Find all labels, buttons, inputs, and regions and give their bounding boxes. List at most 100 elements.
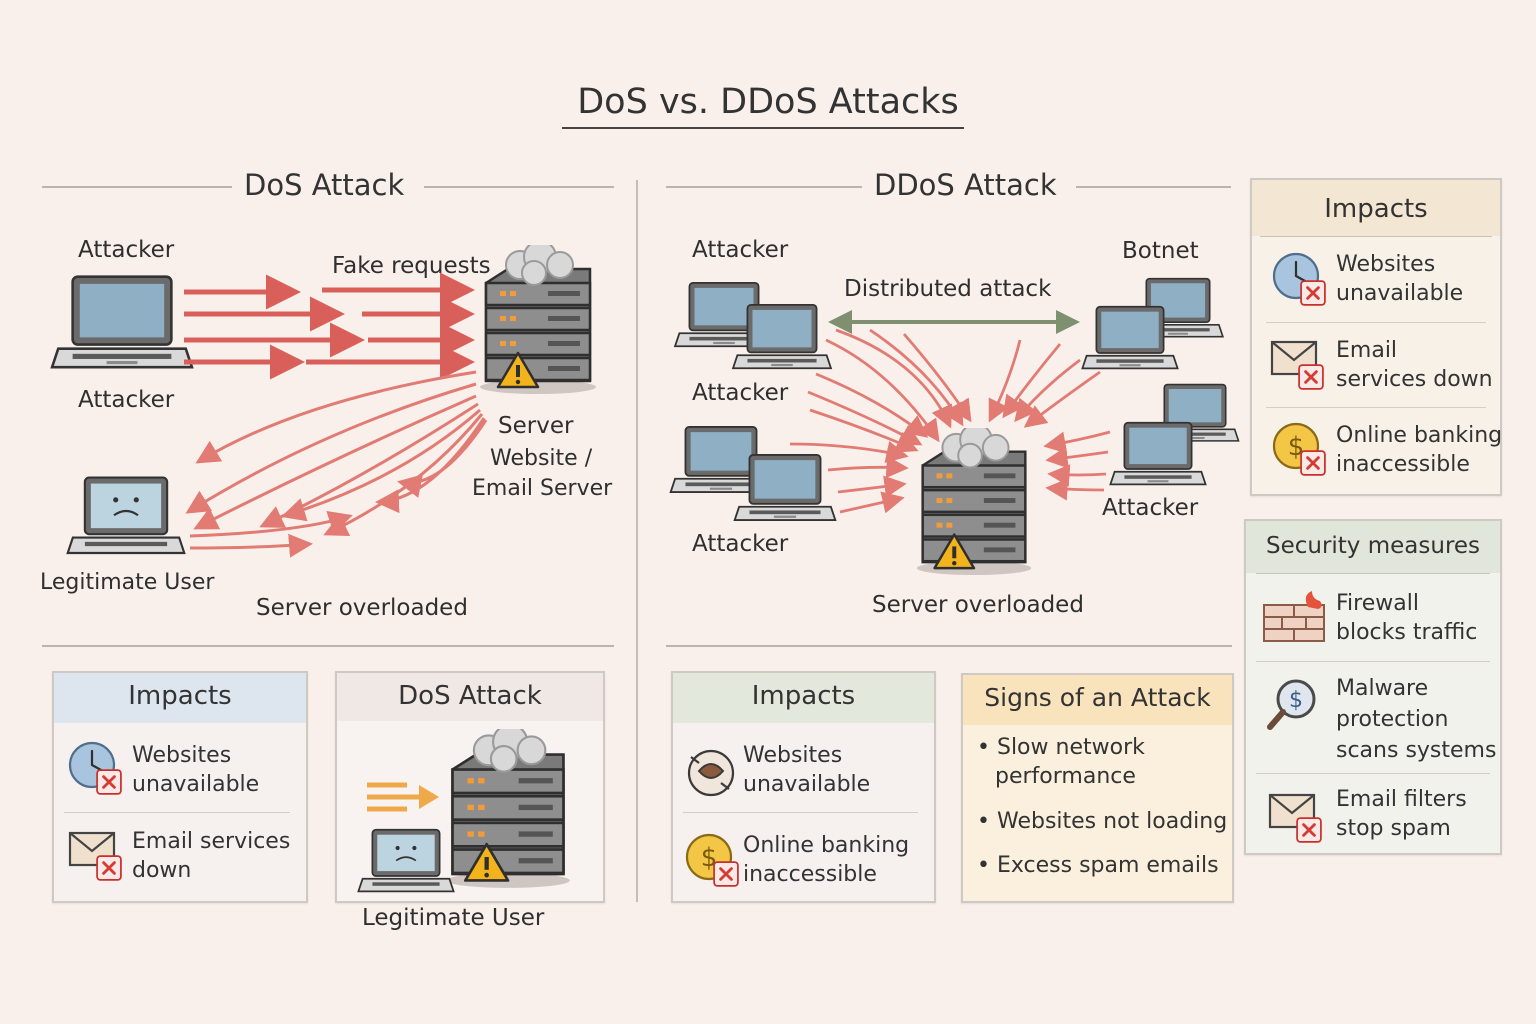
signs-bullet-line2: performance bbox=[995, 764, 1136, 789]
security-line2: stop spam bbox=[1336, 816, 1451, 841]
broken-globe-icon bbox=[685, 747, 739, 801]
security-line2: blocks traffic bbox=[1336, 620, 1478, 645]
dos-impact-item: Websites unavailable bbox=[132, 741, 259, 799]
card-separator bbox=[64, 812, 290, 813]
security-line1: Firewall bbox=[1336, 591, 1419, 616]
card-separator bbox=[1266, 407, 1486, 408]
overload-arrow bbox=[397, 419, 488, 498]
side-impact-line2: services down bbox=[1336, 367, 1493, 392]
security-title: Security measures bbox=[1265, 533, 1481, 559]
card-separator bbox=[1256, 573, 1490, 574]
ddos-attacker-label: Attacker bbox=[692, 531, 789, 557]
ddos-arrow bbox=[988, 339, 1022, 423]
dos-impact-line1: Email services bbox=[132, 829, 291, 854]
ddos-arrow bbox=[835, 328, 953, 429]
ddos-arrow bbox=[1045, 446, 1109, 469]
dos-impacts-card: Impacts Websites unavailable Email servi… bbox=[52, 671, 308, 903]
security-line1: Malware bbox=[1336, 676, 1429, 701]
ddos-arrow bbox=[1023, 370, 1101, 428]
legitimate-user-label: Legitimate User bbox=[40, 570, 215, 595]
overload-arrow bbox=[281, 408, 481, 522]
dos-mini-legit-user: Legitimate User bbox=[362, 905, 545, 931]
dos-mini-title: DoS Attack bbox=[398, 681, 542, 711]
coin-x-icon bbox=[1272, 422, 1326, 476]
ddos-arrow bbox=[827, 455, 909, 479]
overload-arrow bbox=[193, 394, 477, 530]
signs-bullet-line1: Slow network bbox=[996, 735, 1145, 760]
side-impact-line1: Online banking bbox=[1336, 423, 1503, 448]
side-impact-line2: inaccessible bbox=[1336, 452, 1470, 477]
ddos-impacts-title: Impacts bbox=[751, 681, 856, 711]
ddos-arrow bbox=[1045, 478, 1105, 501]
overload-arrow bbox=[375, 417, 486, 514]
ddos-impact-line2: unavailable bbox=[743, 772, 871, 797]
ddos-impact-item: Online banking inaccessible bbox=[743, 831, 909, 889]
security-line3: scans systems bbox=[1336, 738, 1497, 763]
signs-bullet-line1: Excess spam emails bbox=[996, 853, 1219, 878]
column-divider bbox=[636, 180, 638, 902]
ddos-impact-line1: Websites bbox=[743, 743, 843, 768]
signs-card: Signs of an Attack • Slow network perfor… bbox=[961, 673, 1234, 903]
dos-impacts-header bbox=[54, 673, 306, 723]
ddos-overloaded-label: Server overloaded bbox=[872, 592, 1084, 618]
ddos-arrow bbox=[1014, 358, 1081, 423]
title-underline bbox=[562, 127, 964, 129]
ddos-server-icon bbox=[904, 428, 1044, 576]
card-separator bbox=[1256, 773, 1490, 774]
dos-impacts-title: Impacts bbox=[128, 681, 232, 711]
ddos-impact-item: Websites unavailable bbox=[743, 741, 870, 799]
side-impact-line1: Email bbox=[1336, 338, 1398, 363]
overload-arrow bbox=[185, 382, 477, 514]
clock-x-icon bbox=[1272, 252, 1326, 306]
ddos-title-rule-right bbox=[1076, 186, 1231, 188]
signs-bullet: • Websites not loading bbox=[977, 809, 1228, 834]
card-separator bbox=[1260, 236, 1492, 237]
dos-mini-card: DoS Attack bbox=[335, 671, 605, 903]
signs-bullet: • Slow network performance bbox=[977, 735, 1145, 789]
dos-impact-line1: Websites bbox=[132, 743, 232, 768]
security-line2: protection bbox=[1336, 707, 1449, 732]
signs-title: Signs of an Attack bbox=[984, 683, 1211, 712]
signs-bullet-line1: Websites not loading bbox=[996, 809, 1228, 834]
ddos-arrow bbox=[839, 491, 905, 514]
botnet-label: Botnet bbox=[1122, 238, 1199, 264]
ddos-impacts-card: Impacts Websites unavailable Online bank… bbox=[671, 671, 936, 903]
security-card: Security measures Firewall blocks traffi… bbox=[1244, 519, 1502, 855]
card-separator bbox=[683, 812, 918, 813]
mini-arrows bbox=[367, 782, 439, 812]
overload-arrow bbox=[189, 533, 313, 558]
security-item: Malware protection scans systems bbox=[1336, 673, 1496, 766]
envelope-x-icon bbox=[1268, 789, 1322, 843]
ddos-arrow bbox=[1002, 343, 1062, 419]
dos-impact-line2: down bbox=[132, 858, 192, 883]
ddos-attacker-label: Attacker bbox=[692, 237, 789, 263]
dos-overloaded-label: Server overloaded bbox=[256, 595, 468, 621]
firewall-icon bbox=[1262, 591, 1326, 645]
overload-arrow bbox=[195, 370, 477, 464]
side-impacts-title: Impacts bbox=[1324, 194, 1428, 224]
overload-arrow bbox=[189, 510, 353, 538]
coin-x-icon bbox=[685, 833, 739, 887]
side-impact-line1: Websites bbox=[1336, 252, 1436, 277]
ddos-arrow bbox=[902, 333, 972, 423]
side-impact-item: Email services down bbox=[1336, 336, 1493, 394]
side-impact-item: Online banking inaccessible bbox=[1336, 421, 1502, 479]
dos-mini-header bbox=[337, 673, 603, 721]
ddos-section-title: DDoS Attack bbox=[874, 168, 1057, 202]
dos-server-sub1: Website / bbox=[490, 446, 593, 471]
envelope-x-icon bbox=[1270, 336, 1324, 390]
magnifier-icon bbox=[1266, 677, 1320, 737]
ddos-impact-line1: Online banking bbox=[743, 833, 910, 858]
dos-title-rule-left bbox=[42, 186, 232, 188]
card-separator bbox=[1266, 322, 1486, 323]
ddos-arrow bbox=[1047, 464, 1107, 487]
dos-attacker-label-top: Attacker bbox=[78, 237, 175, 263]
security-header bbox=[1246, 521, 1500, 573]
ddos-arrow bbox=[789, 440, 909, 463]
ddos-impacts-header bbox=[673, 673, 934, 723]
security-line1: Email filters bbox=[1336, 787, 1467, 812]
page-title: DoS vs. DDoS Attacks bbox=[577, 82, 959, 122]
security-item: Email filters stop spam bbox=[1336, 785, 1467, 843]
distributed-attack-label: Distributed attack bbox=[844, 276, 1052, 302]
